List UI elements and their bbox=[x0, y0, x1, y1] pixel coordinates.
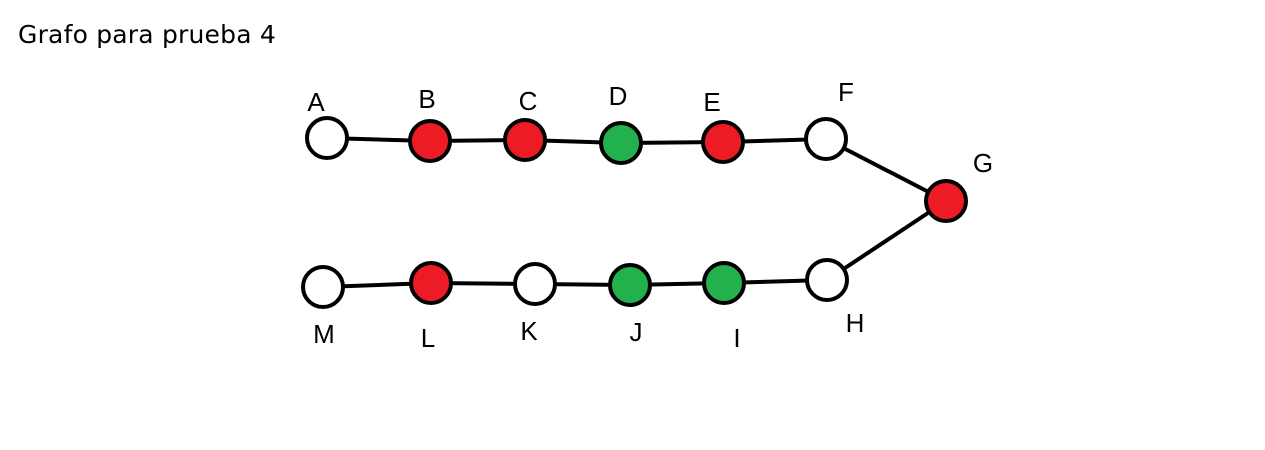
node-m bbox=[301, 265, 345, 309]
node-label-b: B bbox=[418, 84, 435, 114]
node-label-f: F bbox=[838, 77, 854, 107]
node-e bbox=[701, 120, 745, 164]
node-h bbox=[805, 258, 849, 302]
node-label-a: A bbox=[307, 87, 325, 117]
node-label-d: D bbox=[609, 81, 628, 111]
node-label-h: H bbox=[846, 308, 865, 338]
diagram-title: Grafo para prueba 4 bbox=[18, 20, 276, 49]
edge-g-h bbox=[825, 199, 948, 282]
node-i bbox=[702, 261, 746, 305]
node-d bbox=[599, 121, 643, 165]
node-label-e: E bbox=[703, 87, 720, 117]
nodes-group bbox=[301, 116, 968, 309]
node-label-c: C bbox=[519, 86, 538, 116]
node-k bbox=[513, 262, 557, 306]
node-label-l: L bbox=[421, 323, 435, 353]
node-c bbox=[503, 118, 547, 162]
node-f bbox=[804, 117, 848, 161]
node-label-j: J bbox=[630, 317, 643, 347]
node-label-g: G bbox=[973, 148, 993, 178]
node-b bbox=[408, 119, 452, 163]
node-g bbox=[924, 179, 968, 223]
node-label-m: M bbox=[313, 319, 335, 349]
node-l bbox=[409, 261, 453, 305]
node-a bbox=[305, 116, 349, 160]
node-label-i: I bbox=[733, 323, 740, 353]
node-j bbox=[608, 263, 652, 307]
node-label-k: K bbox=[520, 316, 538, 346]
edge-f-g bbox=[825, 137, 947, 203]
labels-group: A B C D E F G H I J K L M bbox=[307, 77, 993, 353]
